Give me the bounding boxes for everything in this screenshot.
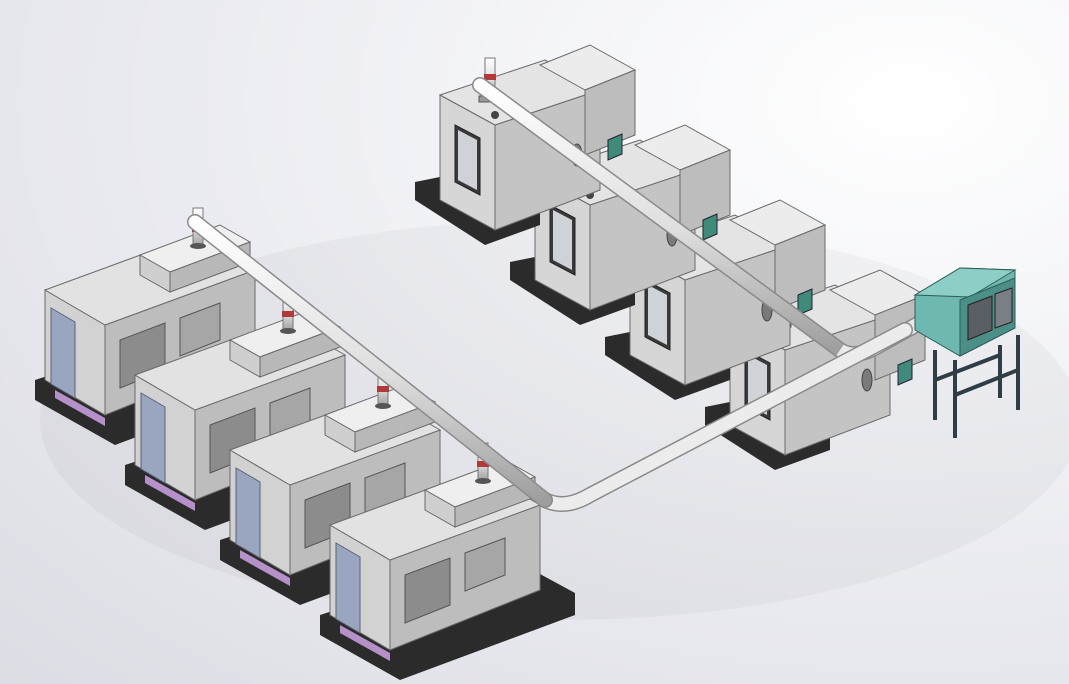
support-frame	[933, 335, 1020, 438]
lower-exhaust-duct	[187, 214, 553, 508]
dust-collector-unit[interactable]	[913, 267, 1020, 438]
